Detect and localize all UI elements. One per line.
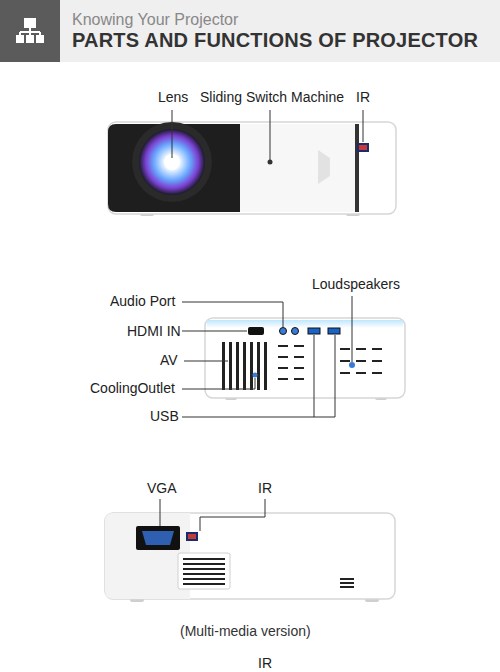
title: PARTS AND FUNCTIONS OF PROJECTOR <box>72 32 478 49</box>
part-label: Lens <box>158 89 188 106</box>
port-label: AV <box>160 352 178 369</box>
projector-back-view <box>205 318 405 400</box>
part-label: CoolingOutlet <box>90 380 175 397</box>
part-label: IR <box>258 655 272 672</box>
version-note: (Multi-media version) <box>180 623 311 640</box>
projector-front-view <box>108 122 396 216</box>
leader-lines-side <box>160 499 265 531</box>
subtitle: Knowing Your Projector <box>72 11 238 28</box>
port-label: HDMI IN <box>127 323 181 340</box>
leader-lines-back <box>182 296 352 417</box>
part-label: Sliding Switch Machine <box>200 89 344 106</box>
port-label: USB <box>150 408 179 425</box>
header-icon-box <box>0 0 60 62</box>
part-label: IR <box>258 480 272 497</box>
header-band <box>0 0 500 62</box>
leader-lines-front <box>172 110 363 160</box>
hierarchy-icon <box>17 19 43 42</box>
port-label: VGA <box>147 480 177 497</box>
port-label: Audio Port <box>110 293 175 310</box>
projector-side-view <box>105 513 395 602</box>
part-label: Loudspeakers <box>312 276 400 293</box>
part-label: IR <box>356 89 370 106</box>
